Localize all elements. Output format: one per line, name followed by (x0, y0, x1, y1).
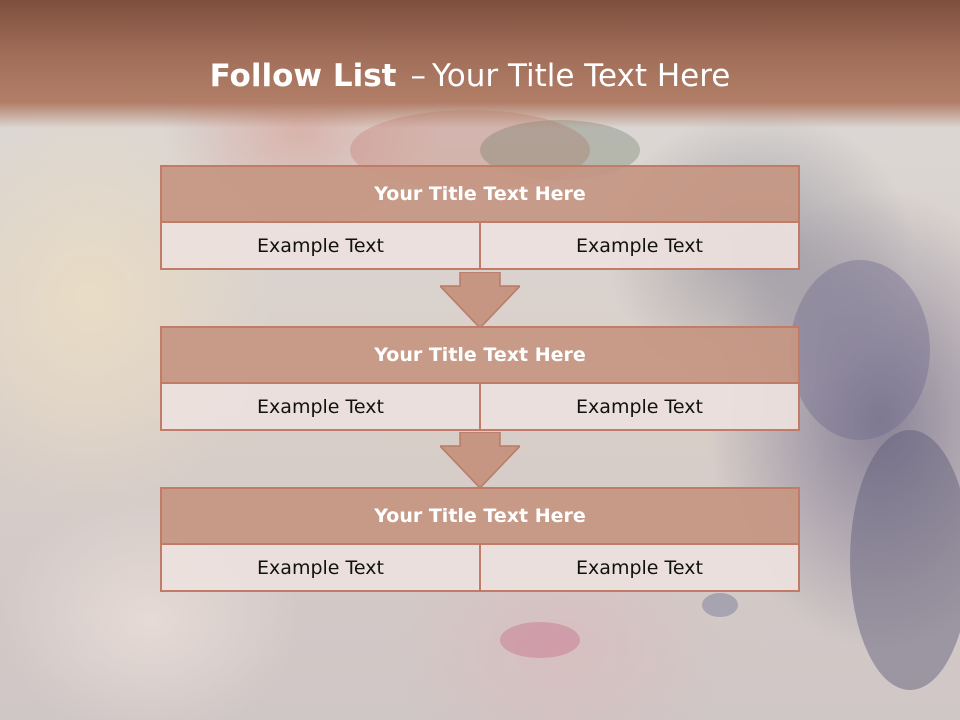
list-block-left-text: Example Text (160, 221, 481, 270)
list-block-2: Your Title Text Here Example Text Exampl… (160, 326, 800, 431)
slide-title: Follow List–Your Title Text Here (0, 54, 940, 98)
down-arrow-icon (440, 432, 520, 488)
list-block-row: Example Text Example Text (160, 221, 800, 270)
down-arrow-icon (440, 272, 520, 328)
list-block-left-text: Example Text (160, 543, 481, 592)
slide-title-separator: – (410, 58, 426, 94)
list-block-1: Your Title Text Here Example Text Exampl… (160, 165, 800, 270)
slide-title-bold: Follow List (209, 58, 397, 94)
list-block-title: Your Title Text Here (160, 165, 800, 223)
list-block-right-text: Example Text (481, 543, 800, 592)
list-block-3: Your Title Text Here Example Text Exampl… (160, 487, 800, 592)
list-block-row: Example Text Example Text (160, 543, 800, 592)
list-block-right-text: Example Text (481, 382, 800, 431)
slide-title-rest: Your Title Text Here (431, 58, 731, 94)
list-block-right-text: Example Text (481, 221, 800, 270)
list-block-title: Your Title Text Here (160, 487, 800, 545)
list-block-left-text: Example Text (160, 382, 481, 431)
title-bar (0, 0, 960, 128)
list-block-title: Your Title Text Here (160, 326, 800, 384)
list-block-row: Example Text Example Text (160, 382, 800, 431)
